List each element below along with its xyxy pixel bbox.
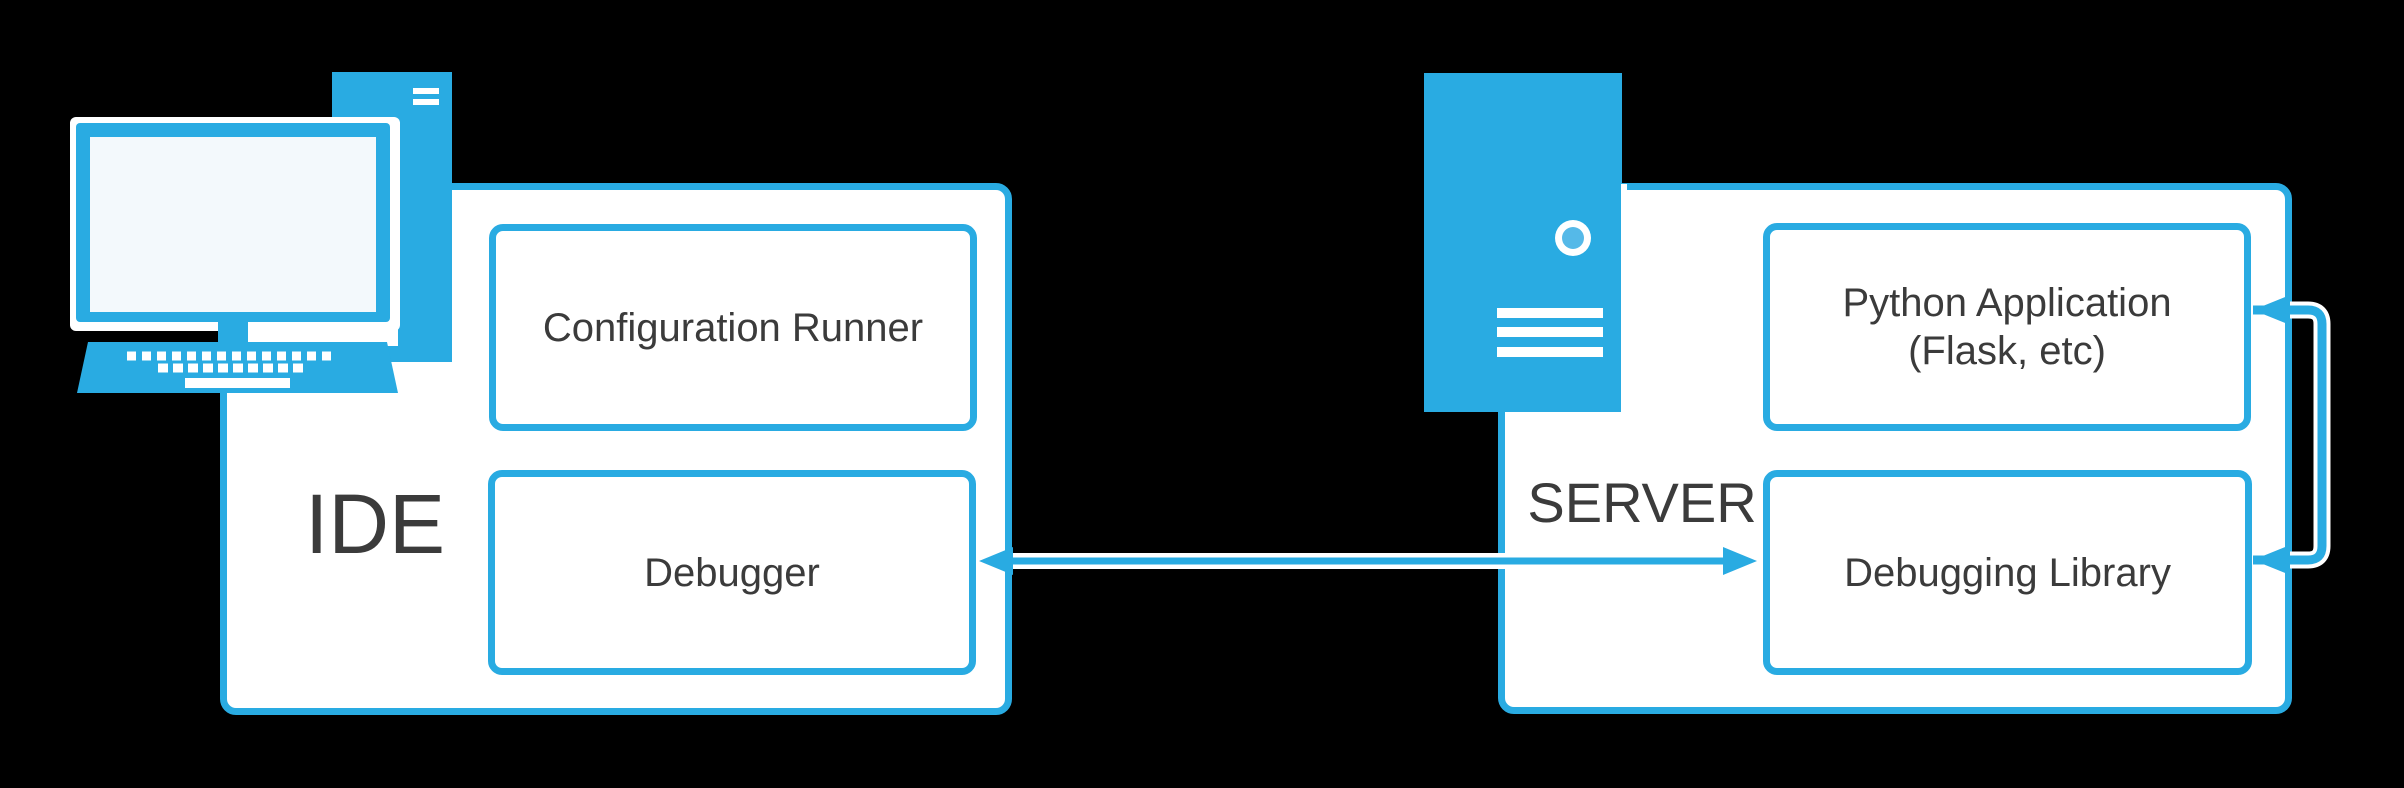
ide-label: IDE <box>304 476 446 571</box>
server-label: SERVER <box>1527 470 1757 534</box>
node-configuration-runner: Configuration Runner <box>489 224 977 431</box>
node-python-application: Python Application (Flask, etc) <box>1763 223 2251 431</box>
node-python-application-label-line1: Python Application <box>1842 281 2172 325</box>
computer-tower-slot <box>413 88 439 94</box>
node-debugger-label: Debugger <box>644 550 820 595</box>
node-debugging-library: Debugging Library <box>1763 470 2252 675</box>
node-debugging-library-label: Debugging Library <box>1844 550 2171 595</box>
node-python-application-label-line2: (Flask, etc) <box>1908 329 2106 373</box>
node-debugger: Debugger <box>488 470 976 675</box>
node-configuration-runner-label: Configuration Runner <box>542 305 924 350</box>
computer-tower-slot <box>413 99 439 105</box>
